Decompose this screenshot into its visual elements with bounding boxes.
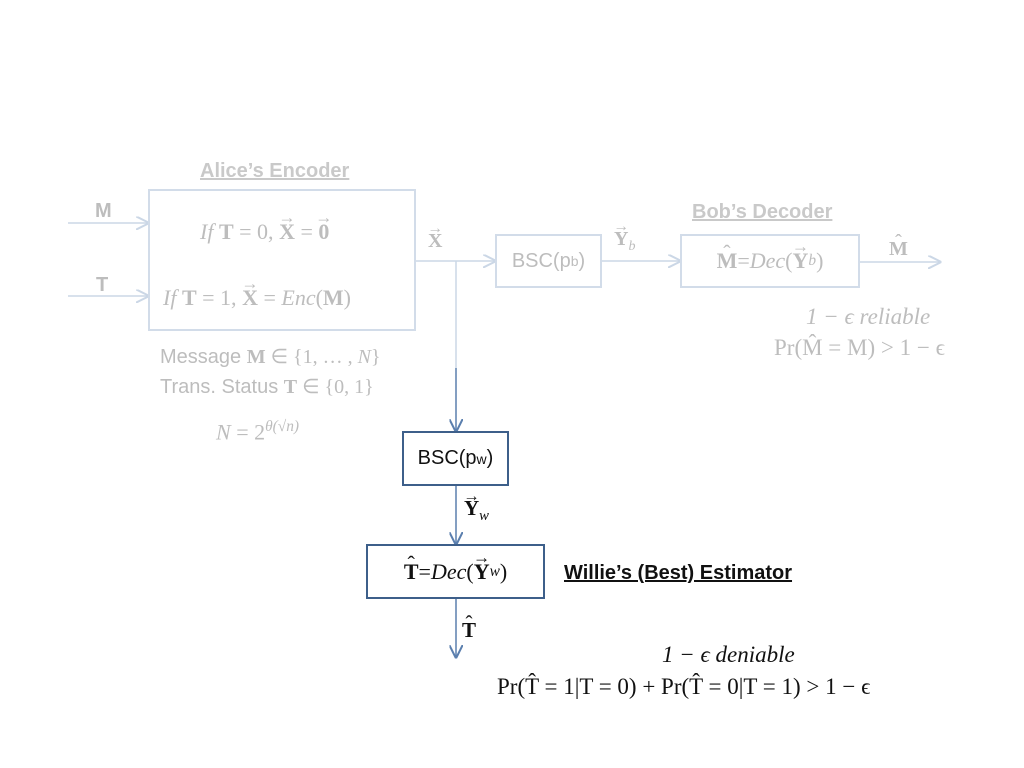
y-b-label: Yb	[614, 228, 635, 255]
x-output-label: X	[428, 230, 442, 253]
y-w-label: Yw	[464, 496, 489, 525]
bob-reliable-label: 1 − ϵ reliable	[806, 304, 931, 329]
bob-reliability-condition: Pr(M̂ = M) > 1 − ϵ	[774, 335, 945, 360]
willie-deniability-condition: Pr(T̂ = 1|T = 0) + Pr(T̂ = 0|T = 1) > 1 …	[497, 674, 871, 699]
input-t-label: T	[96, 274, 109, 296]
encoder-rule-zero: If T = 0, X = 0	[200, 219, 329, 245]
status-note: Trans. Status T ∈ {0, 1}	[160, 376, 374, 398]
n-formula: N = 2θ(√n)	[216, 418, 300, 445]
t-hat-output-label: T	[462, 618, 476, 643]
willie-deniable-label: 1 − ϵ deniable	[662, 642, 795, 667]
m-hat-output-label: M	[889, 238, 908, 261]
message-note: Message M ∈ {1, … , N}	[160, 346, 381, 368]
bob-title: Bob’s Decoder	[692, 201, 833, 223]
willie-title: Willie’s (Best) Estimator	[564, 562, 793, 584]
willie-estimator-box: T = Dec(Yw)	[366, 544, 545, 599]
alice-encoder-box: If T = 0, X = 0 If T = 1, X = Enc(M)	[148, 189, 416, 331]
input-m-label: M	[95, 200, 112, 222]
alice-title: Alice’s Encoder	[200, 160, 350, 182]
bob-decoder-box: M = Dec(Yb)	[680, 234, 860, 288]
encoder-rule-one: If T = 1, X = Enc(M)	[163, 285, 351, 311]
